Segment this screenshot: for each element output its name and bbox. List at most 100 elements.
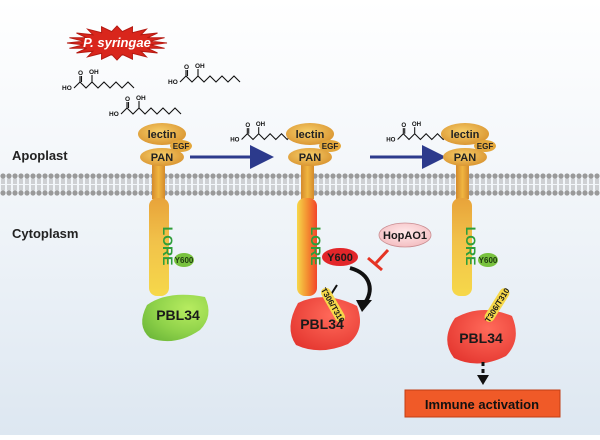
lipid-tail bbox=[523, 185, 527, 191]
lipid-tail bbox=[277, 185, 281, 191]
lipid-head bbox=[228, 190, 234, 196]
lipid-head bbox=[114, 173, 120, 179]
lipid-head bbox=[342, 173, 348, 179]
lipid-tail bbox=[259, 178, 263, 184]
lipid-tail bbox=[283, 178, 287, 184]
lipid-head bbox=[354, 190, 360, 196]
lectin-domain bbox=[138, 123, 186, 145]
lipid-head bbox=[528, 173, 534, 179]
lore-label: LORE bbox=[463, 227, 479, 266]
lipid-head bbox=[426, 190, 432, 196]
egf-domain bbox=[170, 140, 192, 152]
lipid-head bbox=[402, 190, 408, 196]
lipid-head bbox=[588, 173, 594, 179]
lipid-head bbox=[66, 173, 72, 179]
lipid-tail bbox=[511, 178, 515, 184]
lipid-head bbox=[234, 190, 240, 196]
lipid-head bbox=[294, 190, 300, 196]
lipid-tail bbox=[355, 178, 359, 184]
lipid-tail bbox=[409, 178, 413, 184]
lipid-tail bbox=[199, 185, 203, 191]
lipid-tail bbox=[289, 185, 293, 191]
lipid-head bbox=[414, 173, 420, 179]
lipid-head bbox=[204, 190, 210, 196]
lipid-head bbox=[546, 190, 552, 196]
lipid-head bbox=[30, 173, 36, 179]
pbl34-label: PBL34 bbox=[459, 330, 503, 346]
lipid-head bbox=[474, 190, 480, 196]
lipid-head bbox=[372, 190, 378, 196]
pan-domain bbox=[140, 148, 184, 166]
lipid-tail bbox=[379, 185, 383, 191]
lipid-tail bbox=[319, 185, 323, 191]
lipid-head bbox=[108, 190, 114, 196]
lipid-head bbox=[120, 190, 126, 196]
lipid-tail bbox=[7, 185, 11, 191]
lipid-tail bbox=[385, 185, 389, 191]
lipid-head bbox=[264, 190, 270, 196]
lipid-head bbox=[366, 173, 372, 179]
lipid-head bbox=[108, 173, 114, 179]
lipid-tail bbox=[433, 185, 437, 191]
lipid-head bbox=[36, 190, 42, 196]
lipid-head bbox=[78, 173, 84, 179]
lipid-head bbox=[582, 173, 588, 179]
lipid-tail bbox=[547, 185, 551, 191]
lipid-head bbox=[234, 173, 240, 179]
lipid-head bbox=[30, 190, 36, 196]
lipid-tail bbox=[469, 178, 473, 184]
lipid-tail bbox=[361, 178, 365, 184]
lipid-head bbox=[486, 190, 492, 196]
cytoplasm-label: Cytoplasm bbox=[12, 226, 78, 241]
lipid-tail bbox=[409, 185, 413, 191]
lipid-head bbox=[252, 190, 258, 196]
pan-label: PAN bbox=[299, 152, 321, 164]
lipid-tail bbox=[535, 185, 539, 191]
lipid-tail bbox=[391, 185, 395, 191]
pan-label: PAN bbox=[454, 152, 476, 164]
lipid-tail bbox=[37, 185, 41, 191]
lipid-tail bbox=[517, 185, 521, 191]
lipid-head bbox=[318, 190, 324, 196]
lipid-tail bbox=[595, 178, 599, 184]
lipid-tail bbox=[577, 185, 581, 191]
lipid-tail bbox=[403, 185, 407, 191]
lipid-tail bbox=[415, 185, 419, 191]
lore-label: LORE bbox=[160, 227, 176, 266]
lipid-head bbox=[378, 173, 384, 179]
lipid-tail bbox=[439, 185, 443, 191]
lipid-tail bbox=[367, 178, 371, 184]
lipid-tail bbox=[31, 185, 35, 191]
lipid-tail bbox=[541, 185, 545, 191]
phosphorylation-arrowhead bbox=[356, 300, 372, 312]
transmembrane-stalk bbox=[301, 164, 314, 199]
lipid-head bbox=[558, 173, 564, 179]
lipid-head bbox=[240, 173, 246, 179]
lipid-head bbox=[90, 173, 96, 179]
y600-label: Y600 bbox=[479, 256, 498, 265]
lipid-head bbox=[102, 190, 108, 196]
lipid-tail bbox=[475, 178, 479, 184]
lipid-tail bbox=[427, 185, 431, 191]
lipid-head bbox=[282, 173, 288, 179]
lipid-tail bbox=[43, 185, 47, 191]
lipid-head bbox=[498, 190, 504, 196]
lipid-head bbox=[480, 173, 486, 179]
lipid-head bbox=[522, 190, 528, 196]
lipid-tail bbox=[337, 185, 341, 191]
lipid-head bbox=[24, 173, 30, 179]
lipid-head bbox=[0, 190, 6, 196]
lipid-tail bbox=[505, 178, 509, 184]
lipid-head bbox=[474, 173, 480, 179]
fatty-acid-atom: O bbox=[245, 122, 250, 129]
lipid-head bbox=[186, 190, 192, 196]
lipid-tail bbox=[169, 185, 173, 191]
lipid-tail bbox=[271, 178, 275, 184]
lipid-tail bbox=[583, 185, 587, 191]
lipid-tail bbox=[565, 178, 569, 184]
lipid-tail bbox=[193, 185, 197, 191]
lipid-tail bbox=[247, 178, 251, 184]
